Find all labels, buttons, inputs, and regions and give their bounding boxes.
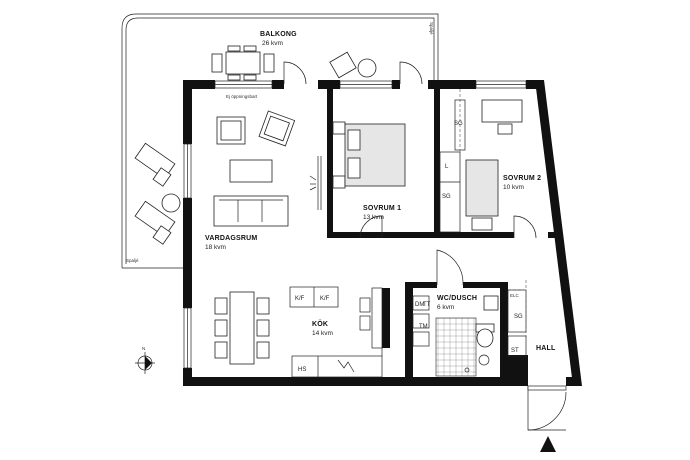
desk [481, 99, 523, 123]
kitchen-furniture [214, 286, 383, 378]
balkong-area: 26 kvm [262, 40, 283, 47]
l-label: L [445, 164, 449, 170]
dm-label: DM [415, 302, 424, 308]
closet [439, 89, 466, 233]
sg-hall-label: SG [514, 314, 523, 320]
spalje-right-label: Spaljé [429, 22, 434, 35]
sovrum1-area: 13 kvm [363, 214, 384, 221]
balcony-table [211, 45, 275, 81]
wc-name: WC/DUSCH [437, 295, 477, 302]
kok-name: KÖK [312, 319, 328, 328]
spalje-left-label: Spaljé [126, 258, 139, 263]
hall [507, 280, 527, 340]
living-room-furniture [213, 110, 296, 227]
kok-area: 14 kvm [312, 330, 333, 337]
vardagsrum-name: VARDAGSRUM [205, 235, 257, 242]
compass-label: N [142, 346, 145, 351]
single-bed [465, 159, 499, 217]
kf2-label: K/F [320, 296, 330, 302]
tm-label: TM [419, 324, 428, 330]
elc-label: ELC [510, 293, 520, 298]
hall-name: HALL [536, 345, 556, 352]
balcony: Spaljé Spaljé BALKONG 26 kvm [121, 13, 439, 269]
entrance-arrow-icon [540, 436, 556, 452]
kf1-label: K/F [295, 296, 305, 302]
balkong-name: BALKONG [260, 31, 297, 38]
walls [183, 80, 582, 386]
hs-label: HS [298, 367, 306, 373]
vardagsrum-area: 18 kvm [205, 244, 226, 251]
sg-sovrum2-label: SG [454, 121, 463, 127]
st-label: ST [511, 348, 519, 354]
bedroom2-furniture [465, 99, 523, 231]
tt-label: TT [423, 302, 431, 308]
bedroom1-furniture [309, 121, 406, 210]
coffee-table [229, 159, 273, 183]
sovrum2-area: 10 kvm [503, 184, 524, 191]
compass-icon: N [135, 346, 155, 374]
sofa [213, 195, 289, 227]
balcony-deck-chairs [134, 142, 181, 245]
sovrum1-name: SOVRUM 1 [363, 205, 401, 212]
ej-oppningsbar-label: Ej öppningsbart [226, 94, 258, 99]
dining-table [229, 291, 255, 365]
sink [483, 295, 499, 311]
sg-closet-label: SG [442, 194, 451, 200]
toilet [476, 328, 494, 348]
balcony-lounge-chair [329, 51, 377, 79]
bathroom [412, 289, 527, 377]
sovrum2-name: SOVRUM 2 [503, 175, 541, 182]
wc-area: 6 kvm [437, 304, 454, 311]
doors [283, 61, 567, 431]
windows: Ej öppningsbart [183, 80, 527, 369]
